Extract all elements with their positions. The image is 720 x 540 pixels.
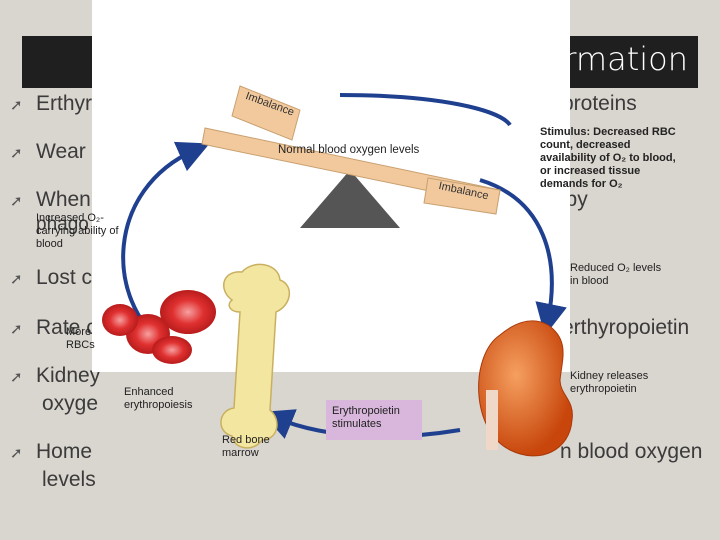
bullet-3-left: When [36, 188, 91, 211]
bullet-marker-icon: ➚ [10, 97, 23, 114]
cycle-arrow-right-top [479, 178, 567, 336]
bullet-6-left: Kidney [36, 364, 101, 387]
bullet-marker-icon: ➚ [10, 271, 23, 288]
bullet-7: ➚ Home [10, 440, 92, 464]
red-bone-marrow-label: Red bone marrow [222, 434, 270, 459]
bullet-7-left: Home [36, 440, 93, 463]
bullet-1-right: proteins [562, 92, 637, 115]
normal-oxygen-label: Normal blood oxygen levels [278, 144, 420, 156]
bullet-4-left: Lost ce [36, 266, 104, 289]
bullet-marker-icon: ➚ [10, 321, 23, 338]
rbc-4 [152, 336, 192, 364]
bullet-marker-icon: ➚ [10, 193, 23, 210]
stimulus-label: Stimulus: Decreased RBC count, decreased… [540, 126, 676, 190]
bullet-6-wrapped: oxyge [42, 392, 99, 415]
bone-marrow [220, 263, 290, 449]
bullet-6: ➚ Kidney [10, 364, 100, 388]
adrenal-vessel [486, 390, 498, 450]
more-rbcs-label: More RBCs [66, 326, 95, 351]
bullet-4: ➚ Lost ce [10, 266, 104, 290]
bullet-5-right: erthyropoietin [562, 316, 690, 339]
bullet-2: ➚ Wear [10, 140, 86, 164]
kidney [478, 320, 573, 457]
bullet-7-right: n blood oxygen [560, 440, 703, 463]
bullet-1-left: Erthyr [36, 92, 93, 115]
bullet-3: ➚ When [10, 188, 91, 212]
seesaw-fulcrum [300, 170, 400, 228]
bullet-7-wrapped: levels [42, 468, 96, 491]
kidney-releases-label: Kidney releases erythropoietin [570, 370, 649, 395]
bullet-5: ➚ Rate c [10, 316, 97, 340]
imbalance-block-top [231, 85, 301, 141]
reduced-o2-label: Reduced O₂ levels in blood [570, 262, 662, 287]
bullet-1: ➚ Erthyr [10, 92, 92, 116]
bullet-3-wrapped: phago [36, 214, 89, 235]
bullet-marker-icon: ➚ [10, 145, 23, 162]
increased-o2-label: Increased O₂- carrying ability of blood [36, 212, 119, 250]
cycle-arrow-up [339, 93, 512, 127]
epo-box [326, 400, 422, 440]
bullet-5-left: Rate c [36, 316, 97, 339]
epo-stimulates-label: Erythropoietin stimulates [332, 405, 400, 430]
imbalance-block-right [423, 177, 501, 215]
rbc-3 [102, 304, 138, 336]
bullet-2-left: Wear [36, 140, 86, 163]
enhanced-erythropoiesis-label: Enhanced erythropoiesis [124, 386, 193, 411]
rbc-1 [160, 290, 216, 334]
bullet-marker-icon: ➚ [10, 369, 23, 386]
bullet-marker-icon: ➚ [10, 445, 23, 462]
